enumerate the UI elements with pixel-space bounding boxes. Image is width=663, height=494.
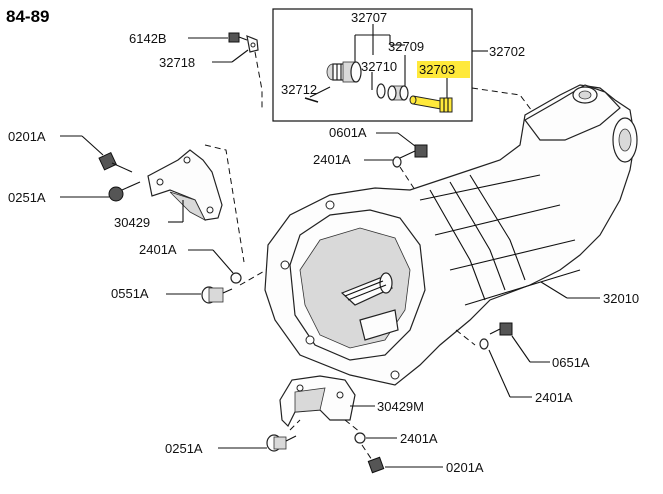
dashed-2401a-bottom [344,419,361,433]
inset-dashed-link [471,87,536,116]
bolt-0201a-left [98,151,133,173]
label-2401a-right: 2401A [535,390,573,405]
label-32709: 32709 [388,39,424,54]
label-2401a-mid: 2401A [139,242,177,257]
bolt-0551a [201,286,233,304]
input-shaft [340,272,394,306]
bolt-0201a-bottom [367,456,385,474]
dashed-6142b [254,51,263,110]
speedometer-clamp-32718 [246,35,259,53]
label-0251a-left: 0251A [8,190,46,205]
bolt-0251a-left [108,181,141,202]
speedometer-pinion-sleeve [326,61,362,83]
dashed-0551a [239,261,281,286]
dashed-0201a-bottom [361,444,373,461]
label-30429: 30429 [114,215,150,230]
dashed-0651a [455,329,476,346]
transmission-assembly-32010 [264,84,638,386]
label-highlight-32703 [417,61,470,78]
label-0601a: 0601A [329,125,367,140]
label-6142b: 6142B [129,31,167,46]
bolt-0601a [399,144,428,159]
label-32703[interactable]: 32703 [419,62,455,77]
washer-2401a-right [479,338,489,350]
label-0201a-bottom: 0201A [446,460,484,475]
washer-2401a-bottom [354,432,366,444]
bolt-0251a-bottom [266,434,297,452]
model-years-header: 84-89 [6,7,49,26]
washer-2401a-top [392,156,402,168]
o-ring [376,83,386,99]
label-0651a: 0651A [552,355,590,370]
label-30429m: 30429M [377,399,424,414]
label-32712: 32712 [281,82,317,97]
label-0201a-left: 0201A [8,129,46,144]
bolt-6142b [228,32,248,43]
label-32010: 32010 [603,291,639,306]
label-32707: 32707 [351,10,387,25]
label-0251a-bottom: 0251A [165,441,203,456]
dashed-0601a [399,166,416,191]
label-32710: 32710 [361,59,397,74]
pin [304,97,319,103]
label-2401a-bottom: 2401A [400,431,438,446]
label-0551a: 0551A [111,286,149,301]
label-32718: 32718 [159,55,195,70]
bracket-30429 [147,149,223,221]
speedometer-pinion-gear [387,85,409,101]
pinion-shaft-highlighted[interactable] [409,95,453,113]
label-32702: 32702 [489,44,525,59]
washer-2401a-mid [230,272,242,284]
bolt-0651a [489,322,513,336]
bracket-30429m [279,375,356,428]
speedometer-inset-box [272,8,473,122]
dashed-30429 [204,144,245,263]
label-2401a-top: 2401A [313,152,351,167]
dashed-0251a-bottom [289,419,301,431]
